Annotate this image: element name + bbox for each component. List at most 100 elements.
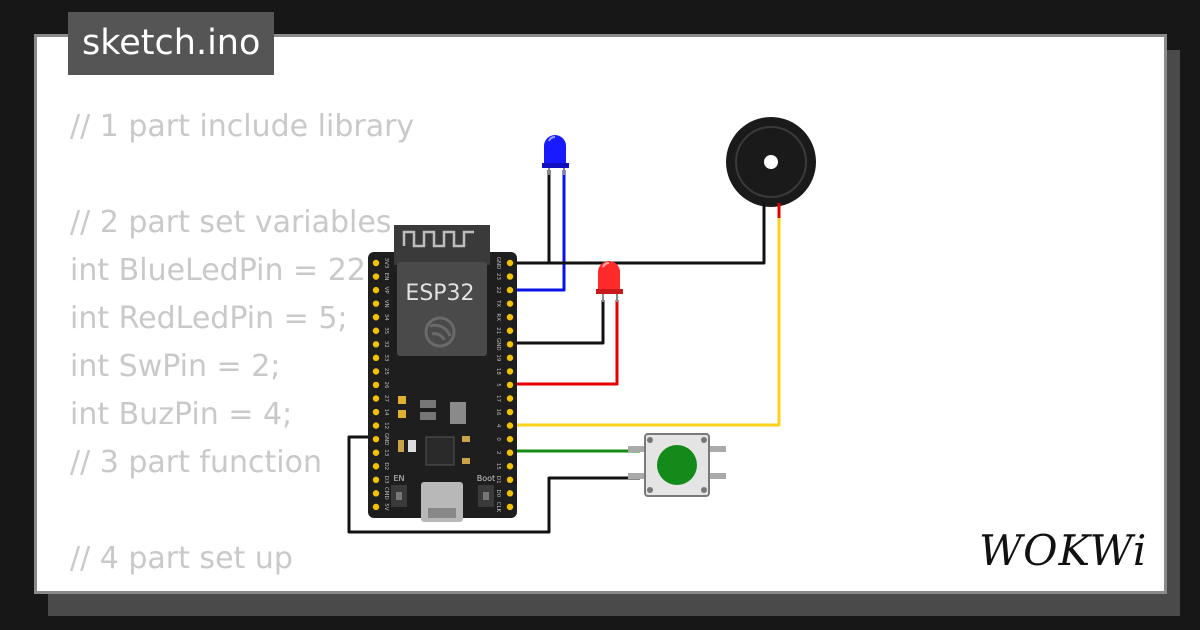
pin-label: 26 <box>383 381 389 388</box>
wire-buzzer-gnd <box>510 203 766 265</box>
usb-port-icon <box>421 482 463 522</box>
pin-hole[interactable] <box>506 503 514 511</box>
pin-label: D0 <box>495 489 501 497</box>
pin-label: 19 <box>495 354 501 361</box>
pin-hole[interactable] <box>372 422 380 429</box>
code-line: // 2 part set variables <box>70 205 392 240</box>
pin-hole[interactable] <box>372 408 380 416</box>
pin-hole[interactable] <box>372 381 380 389</box>
pin-hole[interactable] <box>372 435 380 443</box>
pin-label: CMD <box>383 487 389 500</box>
pin-label: VP <box>383 287 389 295</box>
pin-hole[interactable] <box>506 286 514 294</box>
board-label: ESP32 <box>405 281 474 306</box>
pin-hole[interactable] <box>506 435 514 443</box>
file-tab[interactable]: sketch.ino <box>68 12 275 75</box>
code-line: // 4 part set up <box>70 541 293 576</box>
pin-hole[interactable] <box>372 259 380 267</box>
code-line: int SwPin = 2; <box>70 349 281 384</box>
pin-hole[interactable] <box>372 463 380 470</box>
pin-hole[interactable] <box>372 395 380 402</box>
pin-hole[interactable] <box>506 395 514 402</box>
code-line: int BuzPin = 4; <box>70 397 293 432</box>
wokwi-logo: WOKWi <box>979 526 1147 575</box>
pin-label: RX <box>495 313 501 321</box>
red-led[interactable] <box>596 261 623 302</box>
wifi-antenna-icon <box>402 230 474 248</box>
right-pin-header <box>506 259 514 511</box>
left-pin-labels: 3V3ENVPVN343532332526271412GND13D2D3CMD5… <box>383 258 389 511</box>
pin-hole[interactable] <box>372 300 380 307</box>
pin-label: D1 <box>495 476 501 484</box>
pin-label: 12 <box>383 422 389 429</box>
pin-hole[interactable] <box>506 273 514 280</box>
boot-label: Boot <box>477 474 495 483</box>
pin-label: 34 <box>383 314 389 321</box>
pin-hole[interactable] <box>372 354 380 362</box>
pin-label: 15 <box>495 463 501 470</box>
pin-label: 33 <box>383 354 389 361</box>
code-listing: // 1 part include library // 2 part set v… <box>70 103 415 591</box>
pin-label: 3V3 <box>383 258 389 269</box>
pin-hole[interactable] <box>372 327 380 334</box>
wire-button-gnd <box>347 435 640 534</box>
wire-red-led-gnd <box>510 300 605 345</box>
pin-label: EN <box>383 273 389 281</box>
pin-hole[interactable] <box>372 503 380 511</box>
pin-hole[interactable] <box>372 286 380 294</box>
preview-card: // 1 part include library // 2 part set v… <box>34 34 1167 594</box>
code-line: int BlueLedPin = 22; <box>70 253 376 288</box>
pin-hole[interactable] <box>372 490 380 497</box>
pin-hole[interactable] <box>506 476 514 483</box>
pin-hole[interactable] <box>506 449 514 456</box>
pin-hole[interactable] <box>506 327 514 334</box>
pin-label: 14 <box>383 409 389 416</box>
pin-hole[interactable] <box>506 341 514 348</box>
code-line: // 3 part function <box>70 445 322 480</box>
pin-hole[interactable] <box>372 273 380 280</box>
pin-label: 13 <box>383 449 389 456</box>
pin-hole[interactable] <box>372 476 380 483</box>
blue-led[interactable] <box>542 135 569 175</box>
pin-hole[interactable] <box>506 314 514 321</box>
pin-hole[interactable] <box>372 341 380 348</box>
push-button[interactable] <box>628 433 726 497</box>
pin-hole[interactable] <box>506 368 514 375</box>
button-cap[interactable] <box>657 445 697 485</box>
wire-blue-led-gnd <box>510 170 551 265</box>
pin-label: 0 <box>495 437 501 441</box>
pin-hole[interactable] <box>506 259 514 267</box>
pin-hole[interactable] <box>506 422 514 429</box>
pin-label: 35 <box>383 327 389 334</box>
pin-hole[interactable] <box>506 300 514 307</box>
pin-label: 5 <box>495 383 501 387</box>
pin-label: 32 <box>383 341 389 348</box>
buzzer[interactable] <box>726 117 816 218</box>
wokwi-logo-text: WOKWi <box>979 526 1147 575</box>
pin-label: 18 <box>495 368 501 375</box>
pin-hole[interactable] <box>372 314 380 321</box>
pin-label: D2 <box>383 462 389 470</box>
pin-hole[interactable] <box>506 408 514 416</box>
pin-label: D3 <box>383 476 389 484</box>
pin-hole[interactable] <box>372 449 380 456</box>
pin-label: 22 <box>495 287 501 294</box>
pin-label: 17 <box>495 395 501 402</box>
pin-label: GND <box>495 338 501 351</box>
pin-label: 21 <box>495 327 501 334</box>
pin-hole[interactable] <box>372 368 380 375</box>
pin-hole[interactable] <box>506 354 514 362</box>
pin-hole[interactable] <box>506 463 514 470</box>
pin-hole[interactable] <box>506 381 514 389</box>
pin-hole[interactable] <box>506 490 514 497</box>
espressif-logo-icon <box>424 316 456 348</box>
code-line: // 1 part include library <box>70 109 415 144</box>
pin-label: 23 <box>495 273 501 280</box>
pin-label: 16 <box>495 409 501 416</box>
pin-label: VN <box>383 300 389 308</box>
pin-label: GND <box>495 257 501 270</box>
pin-label: GND <box>383 433 389 446</box>
